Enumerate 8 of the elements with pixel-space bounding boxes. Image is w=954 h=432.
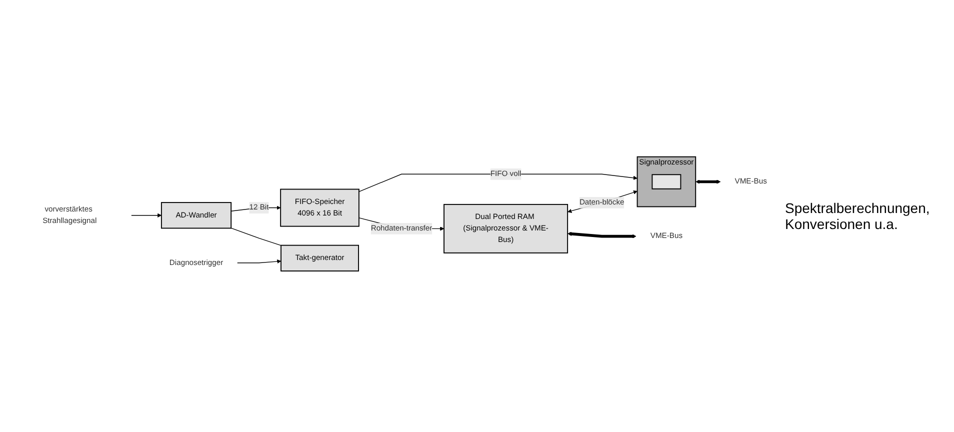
arrow bbox=[568, 232, 636, 238]
arrow bbox=[131, 213, 162, 218]
node-box bbox=[652, 174, 682, 190]
arrow bbox=[358, 174, 638, 192]
arrow bbox=[696, 179, 721, 184]
annotation-text: Spektralberechnungen, Konversionen u.a. bbox=[785, 200, 931, 232]
arrow bbox=[237, 259, 282, 264]
connector bbox=[230, 227, 282, 246]
